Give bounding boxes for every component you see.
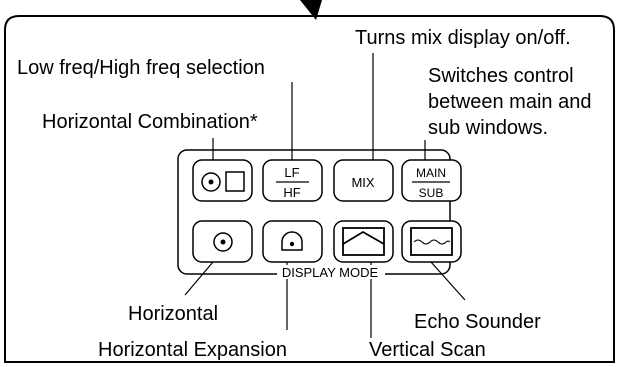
echo-sounder-button[interactable] <box>401 220 462 263</box>
main-sub-description-line2: between main and <box>428 91 591 113</box>
horizontal-button[interactable] <box>192 220 253 263</box>
horizontal-label: Horizontal <box>128 303 218 325</box>
mix-description: Turns mix display on/off. <box>355 27 571 49</box>
main-sub-description-line3: sub windows. <box>428 117 548 139</box>
circle-icon <box>201 172 221 192</box>
horizontal-expansion-label: Horizontal Expansion <box>98 339 287 361</box>
outer-frame <box>4 15 615 363</box>
display-mode-label: DISPLAY MODE <box>282 265 379 280</box>
vertical-scan-button[interactable] <box>333 220 394 263</box>
vertical-scan-icon <box>342 227 385 256</box>
half-circle-icon <box>281 231 303 251</box>
echo-sounder-icon <box>410 227 453 256</box>
sub-label: SUB <box>419 186 444 200</box>
echo-sounder-label: Echo Sounder <box>414 311 541 333</box>
main-label: MAIN <box>416 166 446 180</box>
arrow-tip <box>300 0 322 20</box>
mix-button[interactable]: MIX <box>333 159 394 202</box>
horizontal-combination-label: Horizontal Combination* <box>42 111 258 133</box>
hf-label: HF <box>283 185 300 200</box>
circle-icon <box>213 232 233 252</box>
lf-hf-button[interactable]: LF HF <box>262 159 323 202</box>
horizontal-expansion-button[interactable] <box>262 220 323 263</box>
horizontal-combination-button[interactable] <box>192 159 253 202</box>
freq-description: Low freq/High freq selection <box>17 57 265 79</box>
main-sub-description-line1: Switches control <box>428 65 574 87</box>
vertical-scan-label: Vertical Scan <box>369 339 486 361</box>
mix-label: MIX <box>351 175 374 190</box>
main-sub-button[interactable]: MAIN SUB <box>401 159 462 202</box>
square-icon <box>225 171 245 192</box>
lf-label: LF <box>284 165 299 180</box>
